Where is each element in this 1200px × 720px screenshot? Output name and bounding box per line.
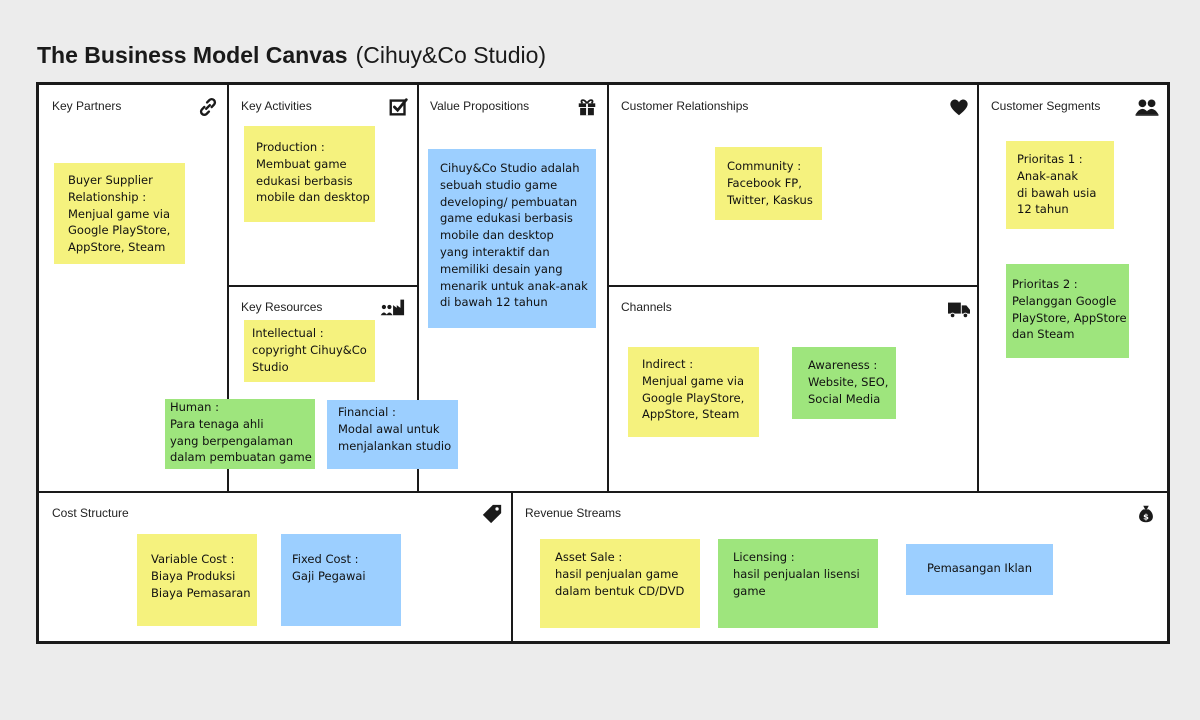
note-community: Community : Facebook FP, Twitter, Kaskus bbox=[715, 147, 822, 220]
divider bbox=[417, 85, 419, 492]
divider bbox=[607, 285, 977, 287]
note-intellectual: Intellectual : copyright Cihuy&Co Studio bbox=[244, 320, 375, 382]
page-title: The Business Model Canvas (Cihuy&Co Studi… bbox=[37, 42, 546, 69]
canvas-title: The Business Model Canvas bbox=[37, 42, 348, 68]
checkbox-icon bbox=[388, 96, 410, 118]
section-label-cost-structure: Cost Structure bbox=[52, 506, 129, 520]
money-bag-icon: $ bbox=[1135, 503, 1157, 525]
note-human: Human : Para tenaga ahli yang berpengala… bbox=[165, 399, 315, 469]
divider bbox=[227, 285, 417, 287]
heart-icon bbox=[948, 96, 970, 118]
svg-text:$: $ bbox=[1143, 512, 1149, 522]
note-financial: Financial : Modal awal untuk menjalankan… bbox=[327, 400, 458, 469]
divider bbox=[977, 85, 979, 492]
section-label-value-propositions: Value Propositions bbox=[430, 99, 530, 113]
note-variable-cost: Variable Cost : Biaya Produksi Biaya Pem… bbox=[137, 534, 257, 626]
divider bbox=[511, 491, 513, 641]
note-awareness: Awareness : Website, SEO, Social Media bbox=[792, 347, 896, 419]
truck-icon bbox=[947, 298, 971, 320]
note-fixed-cost: Fixed Cost : Gaji Pegawai bbox=[281, 534, 401, 626]
users-icon bbox=[1134, 96, 1160, 118]
divider bbox=[227, 85, 229, 492]
section-label-channels: Channels bbox=[621, 300, 672, 314]
divider bbox=[607, 85, 609, 492]
link-icon bbox=[197, 96, 219, 118]
note-buyer-supplier: Buyer Supplier Relationship : Menjual ga… bbox=[54, 163, 185, 264]
note-licensing: Licensing : hasil penjualan lisensi game bbox=[718, 539, 878, 628]
canvas-subtitle: (Cihuy&Co Studio) bbox=[355, 42, 547, 68]
divider bbox=[39, 491, 1167, 493]
section-label-key-partners: Key Partners bbox=[52, 99, 122, 113]
section-label-customer-segments: Customer Segments bbox=[991, 99, 1101, 113]
note-pemasangan-iklan: Pemasangan Iklan bbox=[906, 544, 1053, 595]
gift-icon bbox=[576, 96, 598, 118]
tag-icon bbox=[481, 503, 503, 525]
section-label-revenue-streams: Revenue Streams bbox=[525, 506, 622, 520]
note-asset-sale: Asset Sale : hasil penjualan game dalam … bbox=[540, 539, 700, 628]
section-label-key-resources: Key Resources bbox=[241, 300, 323, 314]
people-factory-icon bbox=[379, 296, 409, 318]
note-prioritas-1: Prioritas 1 : Anak-anak di bawah usia 12… bbox=[1006, 141, 1114, 229]
section-label-key-activities: Key Activities bbox=[241, 99, 312, 113]
section-label-customer-relationships: Customer Relationships bbox=[621, 99, 749, 113]
note-prioritas-2: Prioritas 2 : Pelanggan Google PlayStore… bbox=[1006, 264, 1129, 358]
note-indirect: Indirect : Menjual game via Google PlayS… bbox=[628, 347, 759, 437]
note-production: Production : Membuat game edukasi berbas… bbox=[244, 126, 375, 222]
note-value-proposition: Cihuy&Co Studio adalah sebuah studio gam… bbox=[428, 149, 596, 328]
